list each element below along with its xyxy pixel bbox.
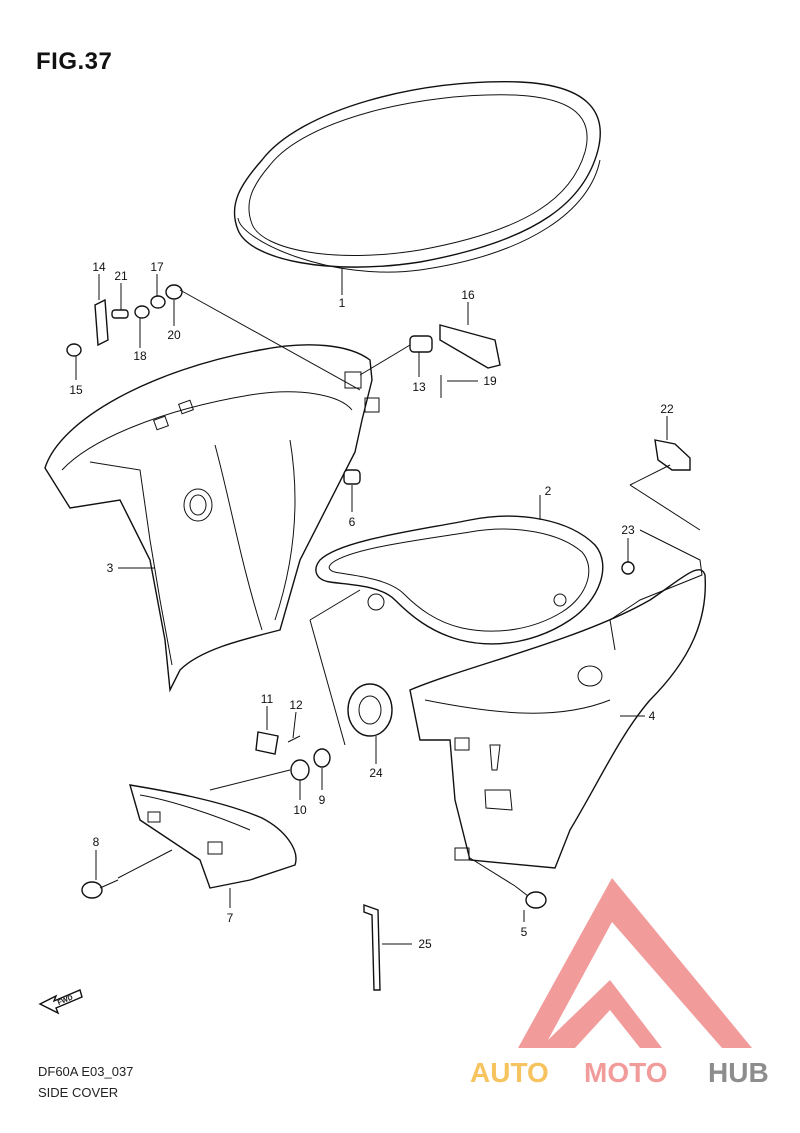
callout-24: 24	[369, 766, 383, 780]
callout-25: 25	[418, 937, 432, 951]
grommet-20	[165, 284, 183, 300]
left-side-cover-part	[44, 344, 380, 693]
callout-13: 13	[412, 380, 426, 394]
callout-2: 2	[545, 484, 552, 498]
callout-5: 5	[521, 925, 528, 939]
watermark-logo: AUTO MOTO HUB	[470, 878, 769, 1088]
callout-leaders	[75, 268, 668, 945]
figure-name: SIDE COVER	[38, 1085, 119, 1100]
inner-seal-part	[315, 515, 604, 645]
fwd-label: FWD	[57, 994, 74, 1006]
callout-18: 18	[133, 349, 147, 363]
figure-code: DF60A E03_037	[38, 1064, 134, 1079]
fwd-arrow-icon: FWD	[38, 989, 83, 1015]
right-side-cover-part	[409, 529, 707, 869]
callout-20: 20	[167, 328, 181, 342]
callout-19: 19	[483, 374, 497, 388]
screw-23	[621, 561, 635, 575]
callout-1: 1	[339, 296, 346, 310]
small-parts	[66, 284, 691, 991]
hook-22	[654, 439, 691, 471]
callout-23: 23	[621, 523, 635, 537]
callout-22: 22	[660, 402, 674, 416]
ring-17	[150, 295, 166, 309]
callout-4: 4	[649, 709, 656, 723]
callout-labels: 1 2 3 4 5 6 7 8 9 10 11 12 13 14 15 16 1…	[69, 260, 674, 951]
actuator-13	[409, 335, 433, 353]
callout-17: 17	[150, 260, 164, 274]
callout-15: 15	[69, 383, 83, 397]
cable-tie-25	[363, 904, 381, 991]
grommet-24	[347, 683, 393, 737]
watermark-triangle-icon	[518, 878, 752, 1048]
figure-title: FIG.37	[36, 48, 113, 75]
callout-8: 8	[93, 835, 100, 849]
callout-9: 9	[319, 793, 326, 807]
callout-10: 10	[293, 803, 307, 817]
screw-12	[287, 735, 301, 743]
callout-12: 12	[289, 698, 303, 712]
bushing-6	[343, 469, 361, 485]
lower-front-cover-part	[129, 784, 297, 889]
callout-14: 14	[92, 260, 106, 274]
watermark-auto: AUTO	[470, 1057, 549, 1088]
bushing-10	[290, 759, 310, 781]
clip-11	[255, 731, 279, 755]
callout-6: 6	[349, 515, 356, 529]
lever-16	[439, 324, 501, 369]
assembly-lines	[117, 289, 701, 887]
callout-16: 16	[461, 288, 475, 302]
bolt-5	[525, 891, 547, 909]
bracket-14	[94, 298, 109, 347]
pin-21	[111, 309, 129, 319]
washer-9	[313, 748, 331, 768]
nut-15	[66, 343, 82, 357]
watermark-hub: HUB	[708, 1057, 769, 1088]
callout-7: 7	[227, 911, 234, 925]
callout-3: 3	[107, 561, 114, 575]
watermark-moto: MOTO	[584, 1057, 667, 1088]
washer-18	[134, 305, 150, 319]
callout-11: 11	[261, 692, 274, 706]
bolt-8	[81, 881, 103, 899]
callout-21: 21	[114, 269, 128, 283]
seal-ring-part	[233, 80, 601, 273]
